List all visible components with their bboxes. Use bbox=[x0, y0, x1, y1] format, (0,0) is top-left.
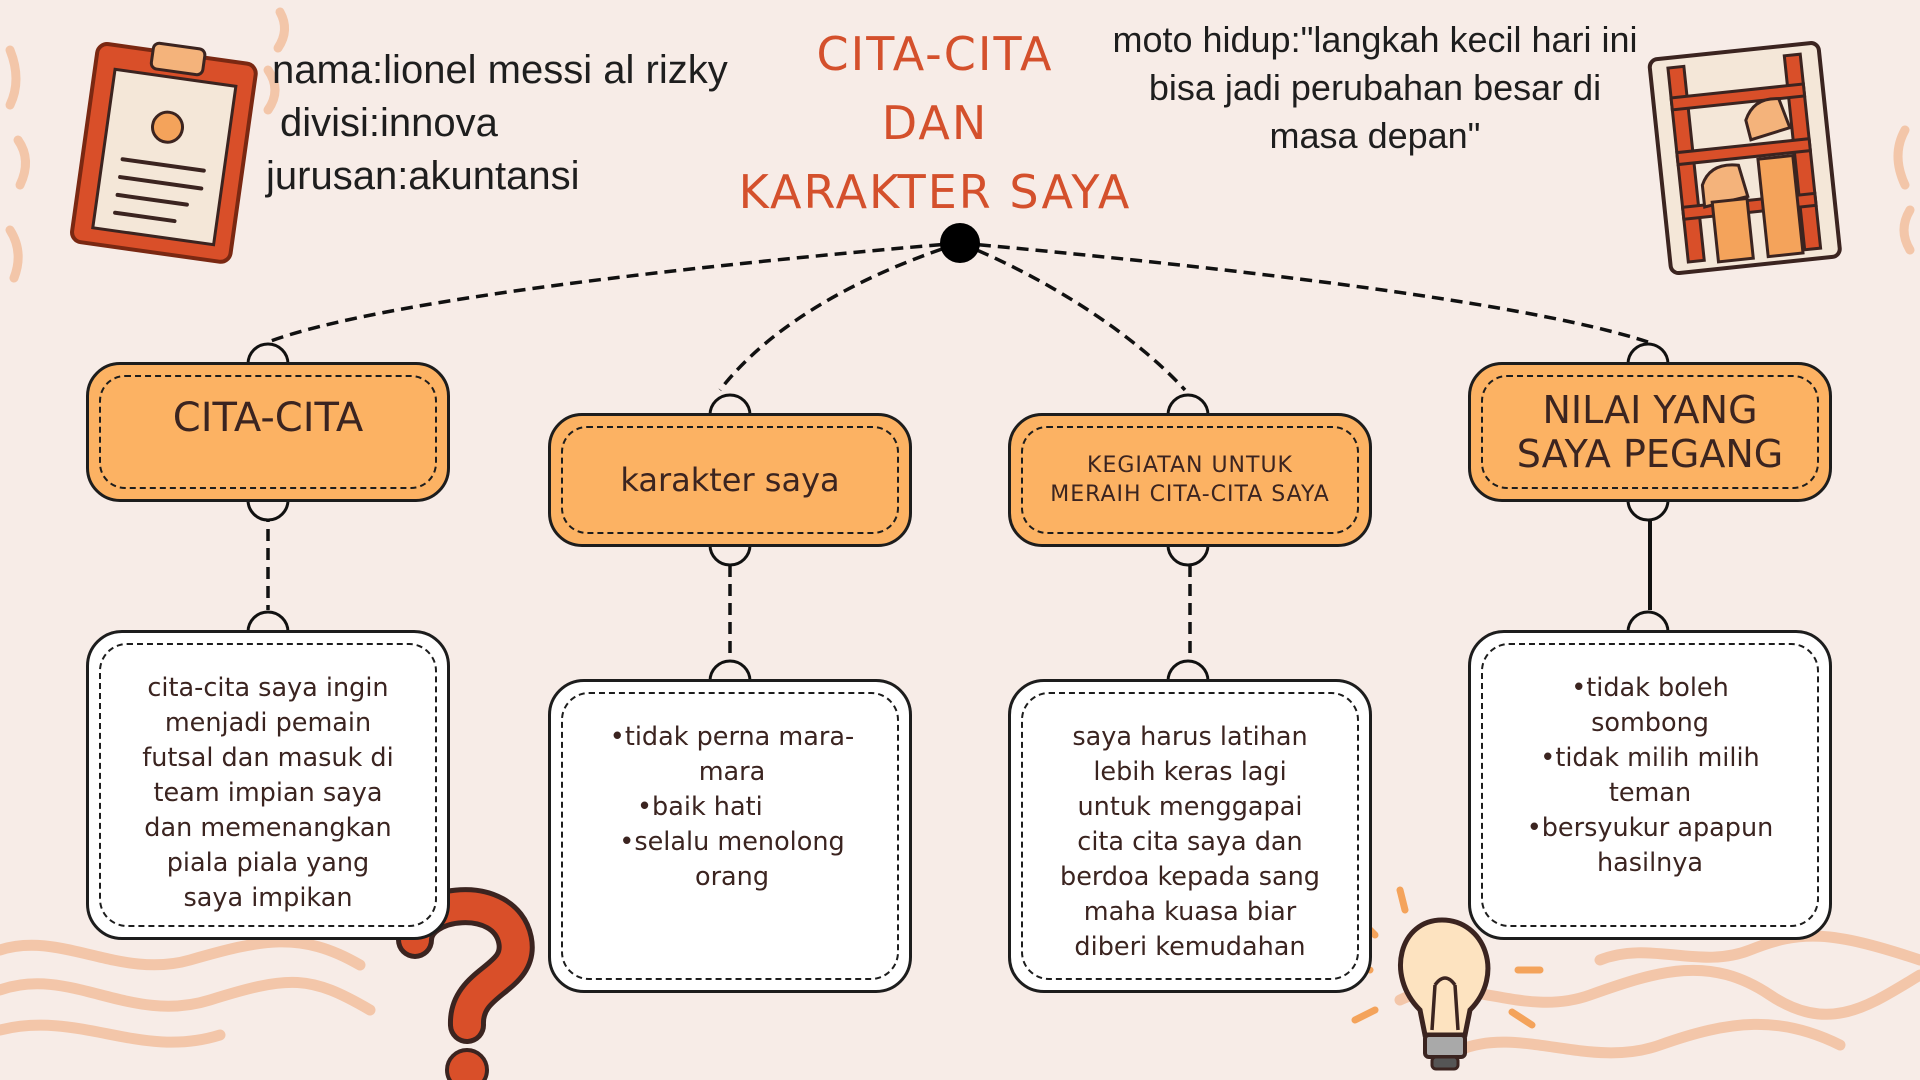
text-line: hasilnya bbox=[1596, 848, 1704, 878]
branch-header-character: karakter saya bbox=[548, 413, 912, 547]
text-line: •tidak milih milih bbox=[1540, 743, 1760, 773]
text-line: •selalu menolong bbox=[619, 827, 845, 857]
branch-header-label: CITA-CITA bbox=[99, 375, 437, 489]
branch-header-label: KEGIATAN UNTUK MERAIH CITA-CITA SAYA bbox=[1021, 426, 1359, 534]
text-line: diberi kemudahan bbox=[1074, 932, 1306, 962]
text-line: •baik hati bbox=[637, 792, 763, 822]
text-line: teman bbox=[1608, 778, 1692, 808]
branch-body-text: saya harus latihan lebih keras lagi untu… bbox=[1021, 692, 1359, 980]
text-line: menjadi pemain bbox=[164, 708, 372, 738]
text-line: dan memenangkan bbox=[144, 813, 392, 843]
branch-header-values: NILAI YANG SAYA PEGANG bbox=[1468, 362, 1832, 502]
text-line: berdoa kepada sang bbox=[1060, 862, 1320, 892]
decorative-squiggles bbox=[0, 7, 1920, 1059]
text-line: sombong bbox=[1591, 708, 1709, 738]
connector-lines bbox=[266, 241, 1649, 660]
text-line: saya impikan bbox=[183, 883, 353, 913]
branch-header-label: karakter saya bbox=[561, 426, 899, 534]
branch-body-activities: saya harus latihan lebih keras lagi untu… bbox=[1008, 679, 1372, 993]
text-line: orang bbox=[694, 862, 770, 892]
branch-body-text: •tidak perna mara- mara •baik hati •sela… bbox=[561, 692, 899, 980]
branch-header-activities: KEGIATAN UNTUK MERAIH CITA-CITA SAYA bbox=[1008, 413, 1372, 547]
page-title: CITA-CITA DAN KARAKTER SAYA bbox=[720, 20, 1150, 227]
profile-major: jurusan:akuntansi bbox=[266, 153, 580, 198]
text-line: futsal dan masuk di bbox=[142, 743, 394, 773]
ladder-hands-icon bbox=[1647, 41, 1842, 276]
text-line: untuk menggapai bbox=[1077, 792, 1303, 822]
branch-header-label: NILAI YANG SAYA PEGANG bbox=[1481, 375, 1819, 489]
profile-division: divisi:innova bbox=[280, 100, 498, 145]
profile-name: nama:lionel messi al rizky bbox=[272, 48, 728, 92]
title-line-3: KARAKTER SAYA bbox=[738, 165, 1132, 219]
title-line-1: CITA-CITA bbox=[816, 27, 1054, 81]
branch-body-aspiration: cita-cita saya ingin menjadi pemain futs… bbox=[86, 630, 450, 940]
text-line: maha kuasa biar bbox=[1083, 897, 1297, 927]
text-line: piala piala yang bbox=[166, 848, 370, 878]
clipboard-icon bbox=[70, 41, 258, 264]
text-line: mara bbox=[698, 757, 766, 787]
branch-header-aspiration: CITA-CITA bbox=[86, 362, 450, 502]
text-line: saya harus latihan bbox=[1072, 722, 1308, 752]
text-line: cita-cita saya ingin bbox=[147, 673, 389, 703]
box-connector-bumps bbox=[246, 342, 1670, 682]
hub-node bbox=[940, 223, 980, 263]
branch-body-text: •tidak boleh sombong •tidak milih milih … bbox=[1481, 643, 1819, 927]
life-motto: moto hidup:"langkah kecil hari ini bisa … bbox=[1112, 19, 1638, 156]
branch-body-text: cita-cita saya ingin menjadi pemain futs… bbox=[99, 643, 437, 927]
profile-info: nama:lionel messi al rizky divisi:innova… bbox=[266, 44, 728, 202]
text-line: •tidak perna mara- bbox=[609, 722, 855, 752]
branch-body-values: •tidak boleh sombong •tidak milih milih … bbox=[1468, 630, 1832, 940]
text-line: team impian saya bbox=[153, 778, 383, 808]
text-line: lebih keras lagi bbox=[1093, 757, 1287, 787]
text-line: •tidak boleh bbox=[1571, 673, 1729, 703]
title-line-2: DAN bbox=[881, 96, 989, 150]
branch-body-character: •tidak perna mara- mara •baik hati •sela… bbox=[548, 679, 912, 993]
text-line: •bersyukur apapun bbox=[1526, 813, 1774, 843]
text-line: cita cita saya dan bbox=[1077, 827, 1303, 857]
